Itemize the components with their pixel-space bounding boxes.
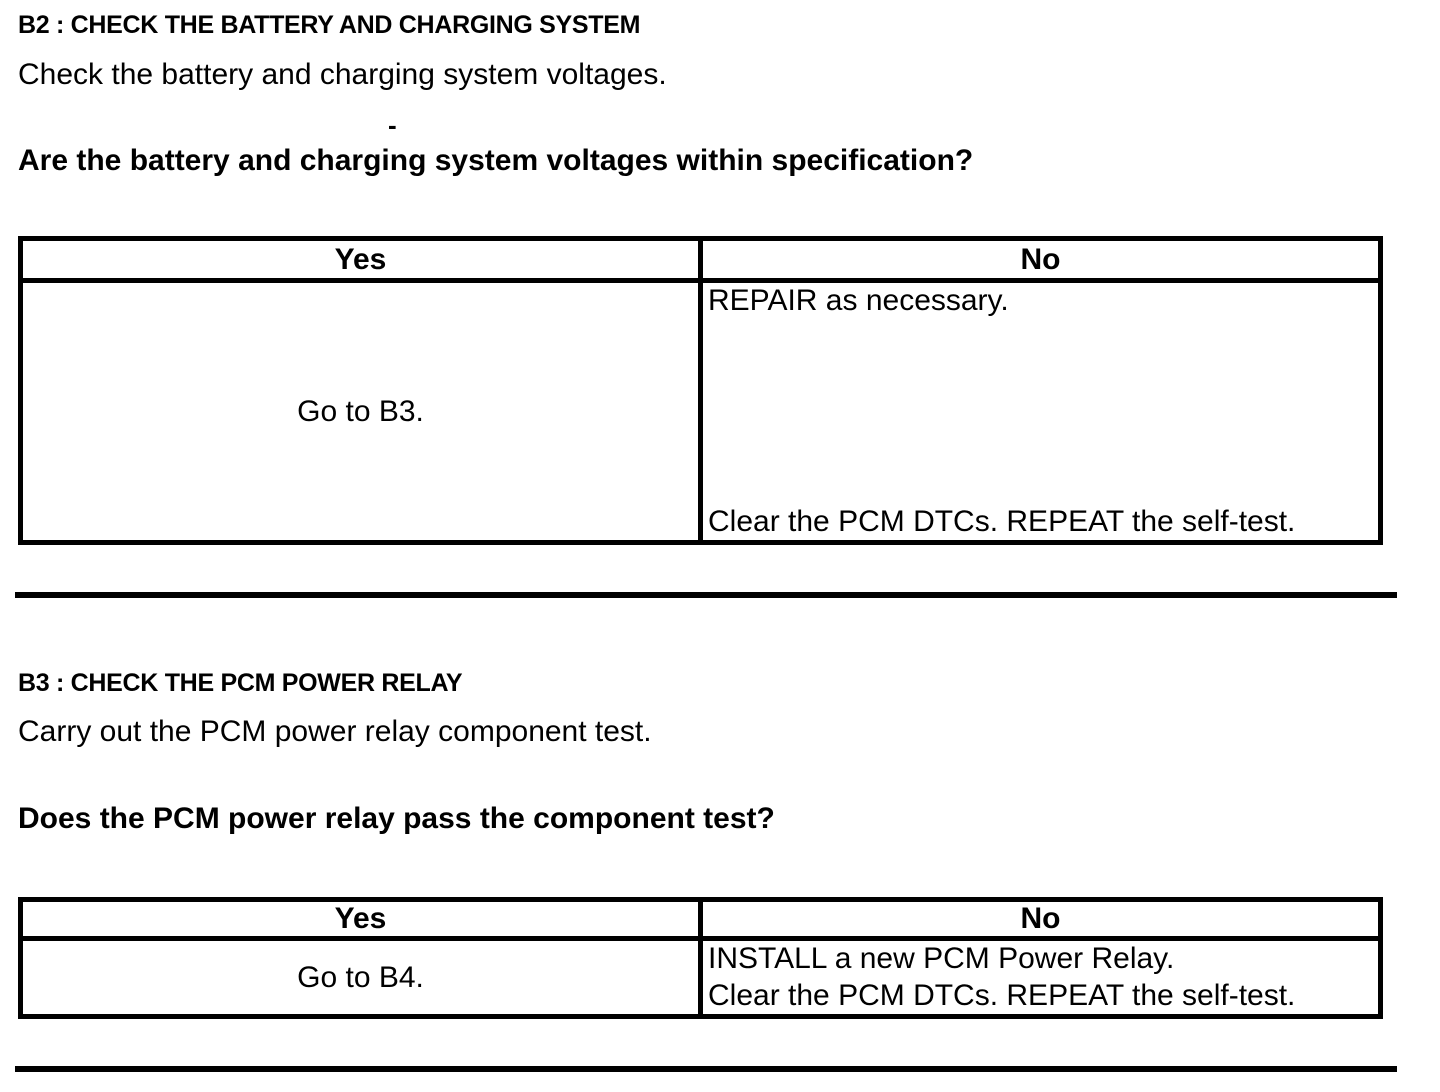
no-action-primary-b3: INSTALL a new PCM Power Relay.: [708, 942, 1175, 975]
stray-dash-mark: -: [388, 110, 397, 140]
column-header-yes: Yes: [18, 236, 703, 283]
yes-action-cell-b3: Go to B4.: [18, 936, 703, 1019]
no-action-primary-b2: REPAIR as necessary.: [708, 284, 1009, 317]
no-action-secondary-b3: Clear the PCM DTCs. REPEAT the self-test…: [708, 979, 1296, 1012]
column-header-yes: Yes: [18, 897, 703, 941]
section-divider-rule: [15, 1066, 1397, 1072]
section-b2-question: Are the battery and charging system volt…: [18, 144, 974, 177]
decision-table-b3: Yes No Go to B4. INSTALL a new PCM Power…: [18, 897, 1383, 1019]
no-action-secondary-b2: Clear the PCM DTCs. REPEAT the self-test…: [708, 505, 1296, 538]
section-b2-instruction: Check the battery and charging system vo…: [18, 58, 667, 91]
section-b3-question: Does the PCM power relay pass the compon…: [18, 802, 775, 835]
yes-action-cell-b2: Go to B3.: [18, 278, 703, 545]
section-b3-instruction: Carry out the PCM power relay component …: [18, 715, 652, 748]
column-header-no: No: [698, 236, 1383, 283]
table-body-row: Go to B4. INSTALL a new PCM Power Relay.…: [18, 936, 1383, 1019]
section-b3-heading: B3 : CHECK THE PCM POWER RELAY: [18, 669, 463, 697]
table-header-row: Yes No: [18, 236, 1383, 283]
section-b2-heading: B2 : CHECK THE BATTERY AND CHARGING SYST…: [18, 11, 641, 39]
no-action-cell-b2: REPAIR as necessary. Clear the PCM DTCs.…: [698, 278, 1383, 545]
table-body-row: Go to B3. REPAIR as necessary. Clear the…: [18, 278, 1383, 545]
table-header-row: Yes No: [18, 897, 1383, 941]
section-divider-rule: [15, 592, 1397, 598]
column-header-no: No: [698, 897, 1383, 941]
no-action-cell-b3: INSTALL a new PCM Power Relay. Clear the…: [698, 936, 1383, 1019]
decision-table-b2: Yes No Go to B3. REPAIR as necessary. Cl…: [18, 236, 1383, 545]
